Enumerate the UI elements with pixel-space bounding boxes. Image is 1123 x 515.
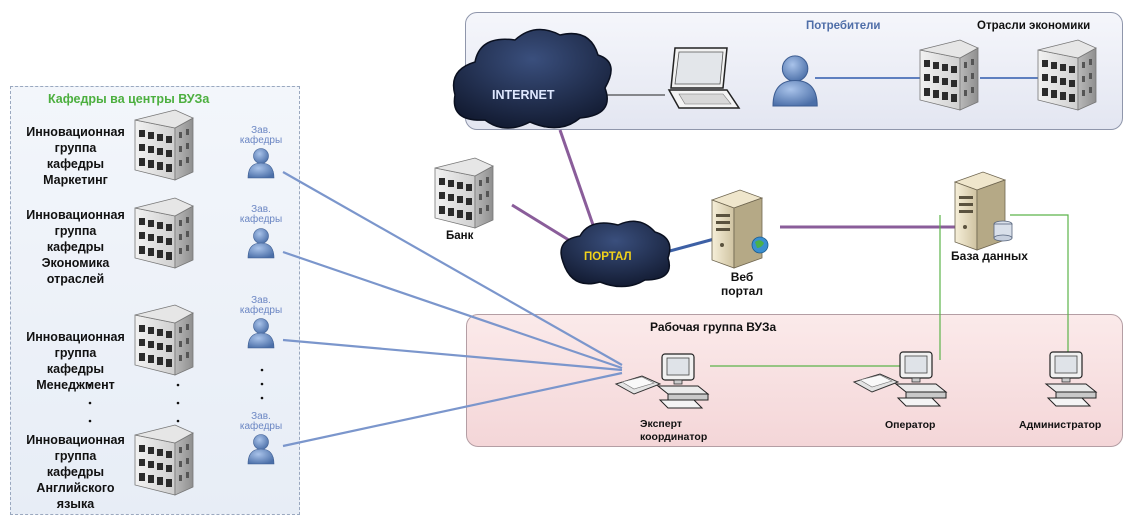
web-portal-label: Веб портал [712,270,772,298]
department-line: группа [54,449,97,463]
lan-links [710,214,1069,367]
expert-label: Эксперт координатор [640,418,707,444]
department-line: кафедры [46,362,105,376]
ellipsis-dots [88,368,264,423]
department-line: группа [54,346,97,360]
admin-label: Администратор [1019,419,1102,431]
department-links [282,171,623,448]
department-line: Английского [36,481,115,495]
departments-title: Кафедры ва центры ВУЗа [48,92,210,106]
operator-workstation-icon [853,351,947,407]
admin-workstation-icon [1044,351,1098,407]
department-line: Инновационная [26,433,125,447]
department-label-4: Инновационная группа кафедры Английского… [18,432,133,512]
laptop-icon [667,47,741,109]
head-label-line: Зав. [251,204,271,215]
head-label-line: кафедры [239,135,283,146]
web-portal-line: Веб [730,270,754,284]
bank-label: Банк [446,230,474,242]
department-line: отраслей [46,272,105,286]
department-line: Менеджмент [36,378,115,392]
head-label-line: Зав. [251,295,271,306]
department-line: группа [54,141,97,155]
head-label-line: Зав. [251,411,271,422]
internet-cloud [452,28,612,129]
department-line: Инновационная [26,125,125,139]
department-head-icon-1 [247,148,275,179]
department-line: Экономика [41,256,110,270]
head-label-line: кафедры [239,421,283,432]
department-building-icon-2 [134,197,194,269]
department-line: кафедры [46,465,105,479]
department-head-label-3: Зав. кафедры [236,296,286,316]
department-head-icon-4 [247,434,275,465]
expert-workstation-icon [615,353,709,409]
database-label: База данных [951,249,1028,263]
work-group-panel [466,314,1123,447]
department-head-label-2: Зав. кафедры [236,205,286,225]
sectors-label: Отрасли экономики [977,20,1091,32]
operator-label: Оператор [885,419,936,431]
expert-line: координатор [640,431,708,443]
expert-line: Эксперт [640,418,683,430]
head-label-line: кафедры [239,305,283,316]
portal-label: ПОРТАЛ [584,251,632,263]
head-label-line: кафедры [239,214,283,225]
department-line: Инновационная [26,330,125,344]
web-portal-line: портал [721,284,763,298]
department-building-icon-3 [134,304,194,376]
sector-building-icon-1 [919,39,979,111]
department-line: кафедры [46,157,105,171]
internet-label: INTERNET [492,88,555,102]
department-building-icon-4 [134,424,194,496]
department-head-icon-2 [247,228,275,259]
work-group-title: Рабочая группа ВУЗа [650,320,777,334]
consumers-label: Потребители [806,20,881,32]
head-label-line: Зав. [251,125,271,136]
department-line: Маркетинг [43,173,108,187]
bank-building-icon [434,157,494,229]
department-head-label-4: Зав. кафедры [236,412,286,432]
department-line: группа [54,224,97,238]
department-line: кафедры [46,240,105,254]
department-head-label-1: Зав. кафедры [236,126,286,146]
portal-cloud [560,220,671,288]
sector-building-icon-2 [1037,39,1097,111]
department-label-2: Инновационная группа кафедры Экономика о… [18,207,133,287]
department-label-3: Инновационная группа кафедры Менеджмент [18,329,133,393]
web-server-icon [711,189,769,269]
database-server-icon [954,171,1013,251]
department-head-icon-3 [247,318,275,349]
consumer-person-icon [772,55,818,107]
department-building-icon-1 [134,109,194,181]
department-line: Инновационная [26,208,125,222]
department-label-1: Инновационная группа кафедры Маркетинг [18,124,133,188]
department-line: языка [56,497,95,511]
